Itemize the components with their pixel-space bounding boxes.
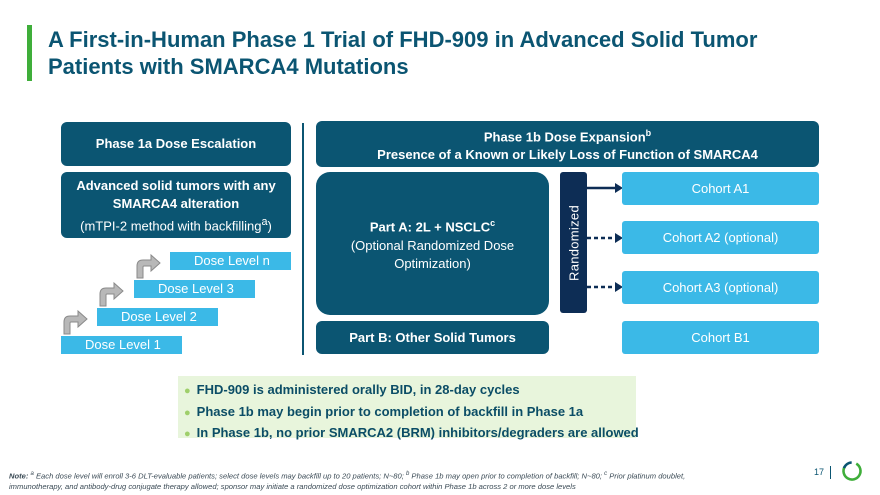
- bullet-dot-icon: ●: [184, 428, 191, 440]
- phase-1a-body-line-3: (mTPI-2 method with backfillinga): [80, 213, 272, 235]
- part-a-line-2: (Optional Randomized Dose: [350, 237, 515, 253]
- arrow-head-a1: [615, 183, 623, 193]
- randomization-arrows: [587, 183, 623, 292]
- bullet-dot-icon: ●: [184, 406, 191, 419]
- part-b-label: Part B: Other Solid Tumors: [349, 329, 516, 345]
- key-points-list: ● FHD-909 is administered orally BID, in …: [178, 376, 639, 440]
- footnote-line-1: Note: a Each dose level will enroll 3-6 …: [9, 469, 799, 482]
- phase-1b-title: Phase 1b Dose Expansion: [483, 129, 646, 145]
- phase-1a-body-line-2: SMARCA4 alteration: [112, 195, 240, 211]
- phase-1a-method: (mTPI-2 method with backfilling: [80, 218, 262, 234]
- cohort-a1-label: Cohort A1: [691, 180, 750, 196]
- list-item: ● In Phase 1b, no prior SMARCA2 (BRM) inh…: [184, 423, 639, 445]
- footnote-line-2: immunotherapy, and antibody-drug conjuga…: [9, 481, 576, 491]
- phase-1a-header: Phase 1a Dose Escalation: [61, 122, 291, 166]
- curved-up-arrow-icon: [99, 281, 124, 307]
- phase-1b-header-line-2: Presence of a Known or Likely Loss of Fu…: [377, 147, 758, 163]
- cohort-a3: Cohort A3 (optional): [622, 271, 819, 304]
- curved-up-arrow-icon: [136, 253, 161, 279]
- cohort-a2: Cohort A2 (optional): [622, 221, 819, 254]
- dose-level-n: Dose Level n: [170, 252, 291, 270]
- curved-up-arrow-icon: [63, 309, 88, 335]
- note-label: Note:: [9, 471, 29, 481]
- note-text-a: Each dose level will enroll 3-6 DLT-eval…: [33, 471, 406, 481]
- part-a-box: Part A: 2L + NSCLCc (Optional Randomized…: [316, 172, 549, 315]
- page-title: A First-in-Human Phase 1 Trial of FHD-90…: [48, 26, 828, 80]
- phase-divider: [302, 123, 304, 355]
- bullet-dot-icon: ●: [184, 385, 191, 397]
- randomized-bar: Randomized: [560, 172, 587, 313]
- phase-1a-body-line-1: Advanced solid tumors with any: [76, 177, 276, 193]
- note-sup-a: a: [30, 471, 34, 477]
- bullet-text: FHD-909 is administered orally BID, in 2…: [196, 382, 520, 397]
- title-accent-bar: [27, 25, 32, 81]
- cohort-a1: Cohort A1: [622, 172, 819, 205]
- cohort-b1: Cohort B1: [622, 321, 819, 354]
- cohort-b1-label: Cohort B1: [691, 329, 750, 345]
- arrow-head-a2: [615, 233, 623, 243]
- list-item: ● Phase 1b may begin prior to completion …: [184, 402, 636, 424]
- title-line-1: A First-in-Human Phase 1 Trial of FHD-90…: [48, 27, 758, 52]
- phase-1b-header-line-1: Phase 1b Dose Expansionb: [484, 124, 651, 146]
- note-sup-b: b: [405, 471, 410, 477]
- randomized-label: Randomized: [566, 204, 581, 281]
- list-item: ● FHD-909 is administered orally BID, in …: [184, 380, 636, 402]
- page-number: 17: [814, 467, 825, 477]
- part-a-title-text: Part A: 2L + NSCLC: [369, 219, 491, 235]
- dose-level-1: Dose Level 1: [61, 336, 182, 354]
- note-text-c: Prior platinum doublet,: [607, 471, 686, 481]
- circle-logo-icon: [842, 461, 862, 481]
- bullet-text: Phase 1b may begin prior to completion o…: [196, 403, 584, 419]
- phase-1a-header-label: Phase 1a Dose Escalation: [95, 136, 257, 151]
- phase-1a-description: Advanced solid tumors with any SMARCA4 a…: [61, 172, 291, 238]
- arrow-head-a3: [615, 282, 623, 292]
- dose-level-2: Dose Level 2: [97, 308, 218, 326]
- part-a-title: Part A: 2L + NSCLCc: [370, 214, 495, 236]
- cohort-a3-label: Cohort A3 (optional): [662, 279, 779, 295]
- footnote-a-marker: a: [261, 215, 268, 228]
- bullet-text: In Phase 1b, no prior SMARCA2 (BRM) inhi…: [196, 425, 639, 440]
- cohort-a2-label: Cohort A2 (optional): [662, 229, 779, 245]
- footnote-b-marker: b: [645, 127, 652, 138]
- dose-level-3: Dose Level 3: [134, 280, 255, 298]
- title-line-2: Patients with SMARCA4 Mutations: [48, 54, 409, 79]
- part-a-line-3: Optimization): [394, 255, 471, 271]
- footnote-c-marker: c: [490, 218, 496, 229]
- page-number-separator: [830, 466, 831, 479]
- phase-1b-header: Phase 1b Dose Expansionb Presence of a K…: [316, 121, 819, 167]
- part-b-box: Part B: Other Solid Tumors: [316, 321, 549, 354]
- footnote: Note: a Each dose level will enroll 3-6 …: [9, 469, 799, 492]
- note-sup-c: c: [604, 471, 608, 477]
- note-text-b: Phase 1b may open prior to completion of…: [409, 471, 605, 481]
- phase-1a-method-close: ): [267, 218, 272, 234]
